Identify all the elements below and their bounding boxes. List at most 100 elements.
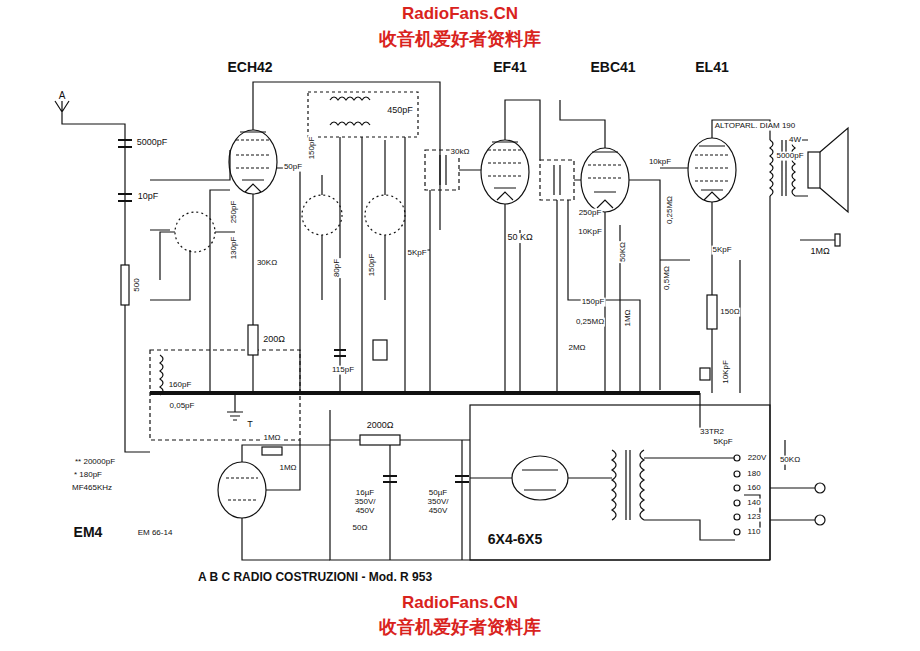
voltage-tap: 160 — [746, 484, 761, 493]
voltage-tap: 123 — [746, 513, 761, 522]
voltage-tap: 220V — [747, 454, 768, 463]
component-value: 2MΩ — [567, 344, 586, 353]
note-text: ** 20000pF — [74, 458, 116, 467]
component-value: 1MΩ — [809, 247, 830, 257]
tube-envelope — [688, 138, 736, 202]
component-value: 50µF 350V/ 450V — [420, 489, 456, 515]
tube-envelope — [218, 462, 266, 518]
component-value: 30kΩ — [450, 148, 471, 157]
component-value: 150pF — [368, 253, 377, 278]
wire — [330, 393, 770, 560]
component-value: 250pF — [578, 209, 603, 218]
resistor-symbol — [262, 447, 282, 455]
wire — [557, 180, 640, 393]
speaker-cone — [820, 128, 848, 212]
component-value: 450pF — [386, 106, 414, 116]
wire — [505, 100, 540, 393]
wire — [242, 440, 330, 560]
ground-bus — [150, 391, 700, 395]
component-value: 200Ω — [262, 335, 286, 345]
tube-grid — [488, 150, 522, 176]
wire — [660, 120, 770, 393]
component-value: 130pF — [230, 236, 239, 261]
note-text: * 180pF — [73, 471, 103, 480]
component-value: 1MΩ — [262, 434, 281, 443]
component-value: 5KpF — [406, 249, 427, 258]
component-value: 80pF — [333, 258, 342, 278]
mains-socket — [815, 515, 825, 525]
speaker-magnet — [808, 152, 820, 188]
resistor-symbol — [248, 325, 258, 355]
transformer-label: 33TR2 — [699, 428, 725, 437]
capacitor-symbol — [118, 140, 132, 147]
watermark: 收音机爱好者资料库 — [378, 30, 542, 50]
tube-electrode — [492, 142, 518, 200]
component-value: 160pF — [168, 381, 193, 390]
wire — [160, 140, 385, 300]
wire — [210, 82, 440, 393]
coil-symbol — [330, 97, 370, 125]
wire — [560, 100, 690, 393]
component-value: 150pF — [308, 136, 317, 161]
voltage-tap: 180 — [746, 470, 761, 479]
antenna-wire — [55, 101, 150, 452]
resistor-symbol — [360, 435, 400, 445]
fuse-symbol — [700, 368, 710, 380]
voltage-tap: 140 — [746, 499, 761, 508]
component-value: 500 — [133, 277, 142, 292]
resistor-symbol — [121, 265, 129, 305]
component-value: 10KpF — [722, 359, 731, 385]
component-value: 5000pF — [136, 138, 169, 148]
capacitor-symbol — [383, 476, 469, 482]
component-value: 50KΩ — [779, 456, 801, 465]
output-transformer — [770, 140, 808, 196]
ground-symbol — [227, 393, 243, 420]
tube-label: ECH42 — [226, 60, 273, 75]
if-transformer — [540, 160, 574, 200]
wire — [770, 440, 815, 520]
component-value: 5KpF — [711, 246, 732, 255]
stamp-text: EM 66-14 — [137, 529, 174, 538]
tube-envelope — [581, 148, 629, 212]
mains-socket — [815, 483, 825, 493]
coil-shield — [308, 92, 418, 137]
component-value: 50pF — [283, 163, 303, 172]
speaker-label: 4W — [788, 136, 802, 145]
trimmer-symbol — [373, 340, 387, 360]
component-value: 250pF — [230, 200, 239, 225]
caption-text: A B C RADIO COSTRUZIONI - Mod. R 953 — [197, 571, 433, 584]
tube-label: EBC41 — [589, 60, 636, 75]
component-value: 50 KΩ — [506, 233, 533, 243]
watermark: RadioFans.CN — [401, 594, 519, 613]
coil-symbol — [440, 155, 446, 185]
component-value: 50Ω — [352, 524, 369, 533]
watermark: RadioFans.CN — [401, 5, 519, 24]
component-value: 150Ω — [719, 308, 740, 317]
resistor-symbol — [835, 234, 840, 246]
tube-label: EF41 — [492, 60, 527, 75]
component-value: 5KpF — [712, 438, 733, 447]
component-value: 16µF 350V/ 450V — [347, 489, 383, 515]
component-value: 2000Ω — [366, 421, 395, 431]
power-transformer — [612, 450, 644, 520]
note-text: MF465KHz — [71, 484, 113, 493]
watermark: 收音机爱好者资料库 — [378, 618, 542, 638]
tube-grid — [695, 155, 729, 181]
tube-grid — [236, 140, 270, 168]
wire — [644, 458, 760, 540]
band-switch — [302, 195, 342, 235]
wire — [150, 150, 230, 300]
band-switch — [365, 195, 405, 235]
component-value: 10kpF — [648, 158, 672, 167]
component-value: 1MΩ — [278, 464, 297, 473]
tube-electrode — [699, 146, 725, 200]
voltage-tap: 110 — [747, 528, 762, 537]
coil-shield — [150, 350, 300, 440]
tube-label: EM4 — [73, 525, 104, 540]
tube-grid — [588, 165, 622, 178]
rectifier-tube — [512, 456, 568, 500]
component-value: 0,25MΩ — [575, 318, 605, 327]
power-section — [470, 405, 770, 560]
wire — [770, 196, 840, 560]
